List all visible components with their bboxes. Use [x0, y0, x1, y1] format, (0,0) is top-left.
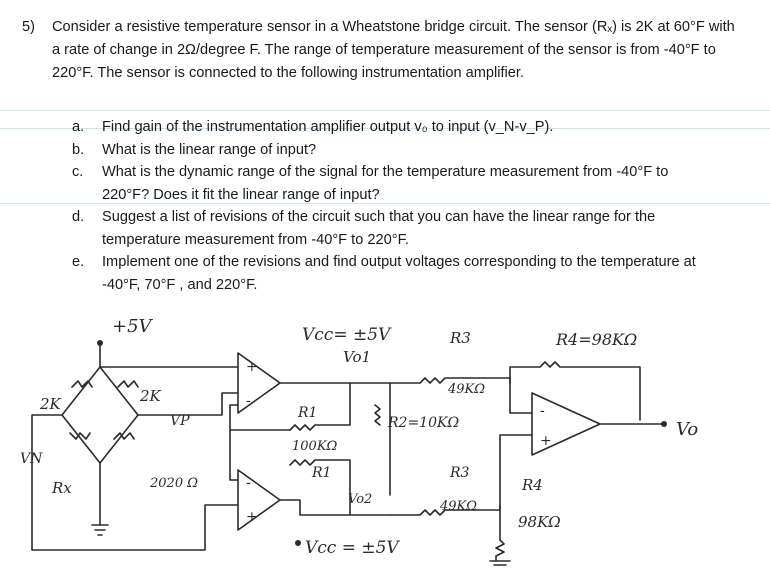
opamp-bottom — [237, 469, 281, 531]
r-bottom-zigzag — [113, 432, 135, 440]
vcc-top-label: Vcc= ±5V — [302, 325, 392, 345]
part-b: b.What is the linear range of input? — [72, 141, 317, 158]
opamp-bottom-plus: + — [246, 509, 258, 525]
part-d: d.Suggest a list of revisions of the cir… — [72, 209, 656, 248]
r-left-label: 2K — [39, 395, 62, 413]
circuit-diagram: +5V 2K 2K VN Rx VP 2020 Ω + - Vcc= ±5V V… — [20, 316, 698, 566]
opamp-output-plus: + — [540, 433, 552, 449]
vcc-bottom-label: Vcc = ±5V — [305, 538, 400, 558]
opamp-top — [237, 352, 281, 414]
r-right-label: 2K — [139, 387, 162, 405]
rx-zigzag — [69, 432, 91, 440]
opamp-output — [531, 392, 601, 456]
r-bottom-label: 2020 Ω — [149, 476, 198, 491]
vo2-wire — [279, 499, 391, 516]
r1-wire — [229, 404, 291, 431]
problem-statement: 5) Consider a resistive temperature sens… — [22, 16, 742, 85]
opamp-output-minus: - — [540, 403, 545, 419]
output-node — [661, 421, 667, 427]
r-right-zigzag — [117, 380, 139, 388]
r4-bottom-wire — [495, 504, 505, 561]
vo-label: Vo — [676, 419, 698, 440]
r3-bottom-wire — [389, 434, 533, 516]
feedback-link — [229, 429, 239, 481]
r2-label: R2=10KΩ — [387, 415, 459, 431]
r3-top-value: 49KΩ — [447, 382, 485, 397]
ground-symbol-right — [489, 560, 511, 566]
opamp-top-plus: + — [246, 359, 258, 375]
vn-wire — [31, 414, 239, 551]
part-a: a.Find gain of the instrumentation ampli… — [72, 119, 554, 135]
part-c: c.What is the dynamic range of the signa… — [72, 164, 669, 203]
r1b-label: R1 — [311, 465, 331, 481]
problem-stem: Consider a resistive temperature sensor … — [52, 19, 735, 81]
problem-parts: a.Find gain of the instrumentation ampli… — [72, 116, 712, 296]
opamp-bottom-minus: - — [246, 475, 251, 491]
r1-value: 100KΩ — [292, 439, 338, 454]
part-e: e.Implement one of the revisions and fin… — [72, 254, 696, 293]
r1b-zigzag — [289, 459, 351, 516]
vp-label: VP — [170, 413, 190, 429]
r3-top-wire — [389, 377, 533, 414]
supply-label: +5V — [112, 316, 154, 337]
r3-bottom-label: R3 — [449, 465, 470, 481]
vo1-label: Vo1 — [343, 348, 371, 366]
r3-bottom-value: 49KΩ — [439, 499, 477, 514]
opamp-top-minus: - — [246, 393, 251, 409]
rx-label: Rx — [51, 479, 72, 497]
ground-symbol — [91, 524, 109, 536]
bridge — [61, 366, 139, 464]
r3-top-label: R3 — [449, 329, 471, 347]
supply-wire — [99, 342, 239, 368]
r4-top-label: R4=98KΩ — [555, 330, 637, 349]
r1-zigzag — [289, 382, 351, 431]
r-left-zigzag — [71, 380, 93, 388]
r2-zigzag — [374, 404, 381, 426]
r4-bottom-label: R4 — [521, 476, 543, 494]
vo2-label: Vo2 — [348, 492, 372, 507]
vp-wire — [137, 392, 239, 416]
vcc-bottom-node — [295, 540, 301, 546]
problem-number: 5) — [22, 19, 35, 35]
r4-bottom-value: 98KΩ — [518, 513, 561, 531]
r4-top-wire — [509, 361, 641, 421]
r1-label: R1 — [297, 405, 317, 421]
